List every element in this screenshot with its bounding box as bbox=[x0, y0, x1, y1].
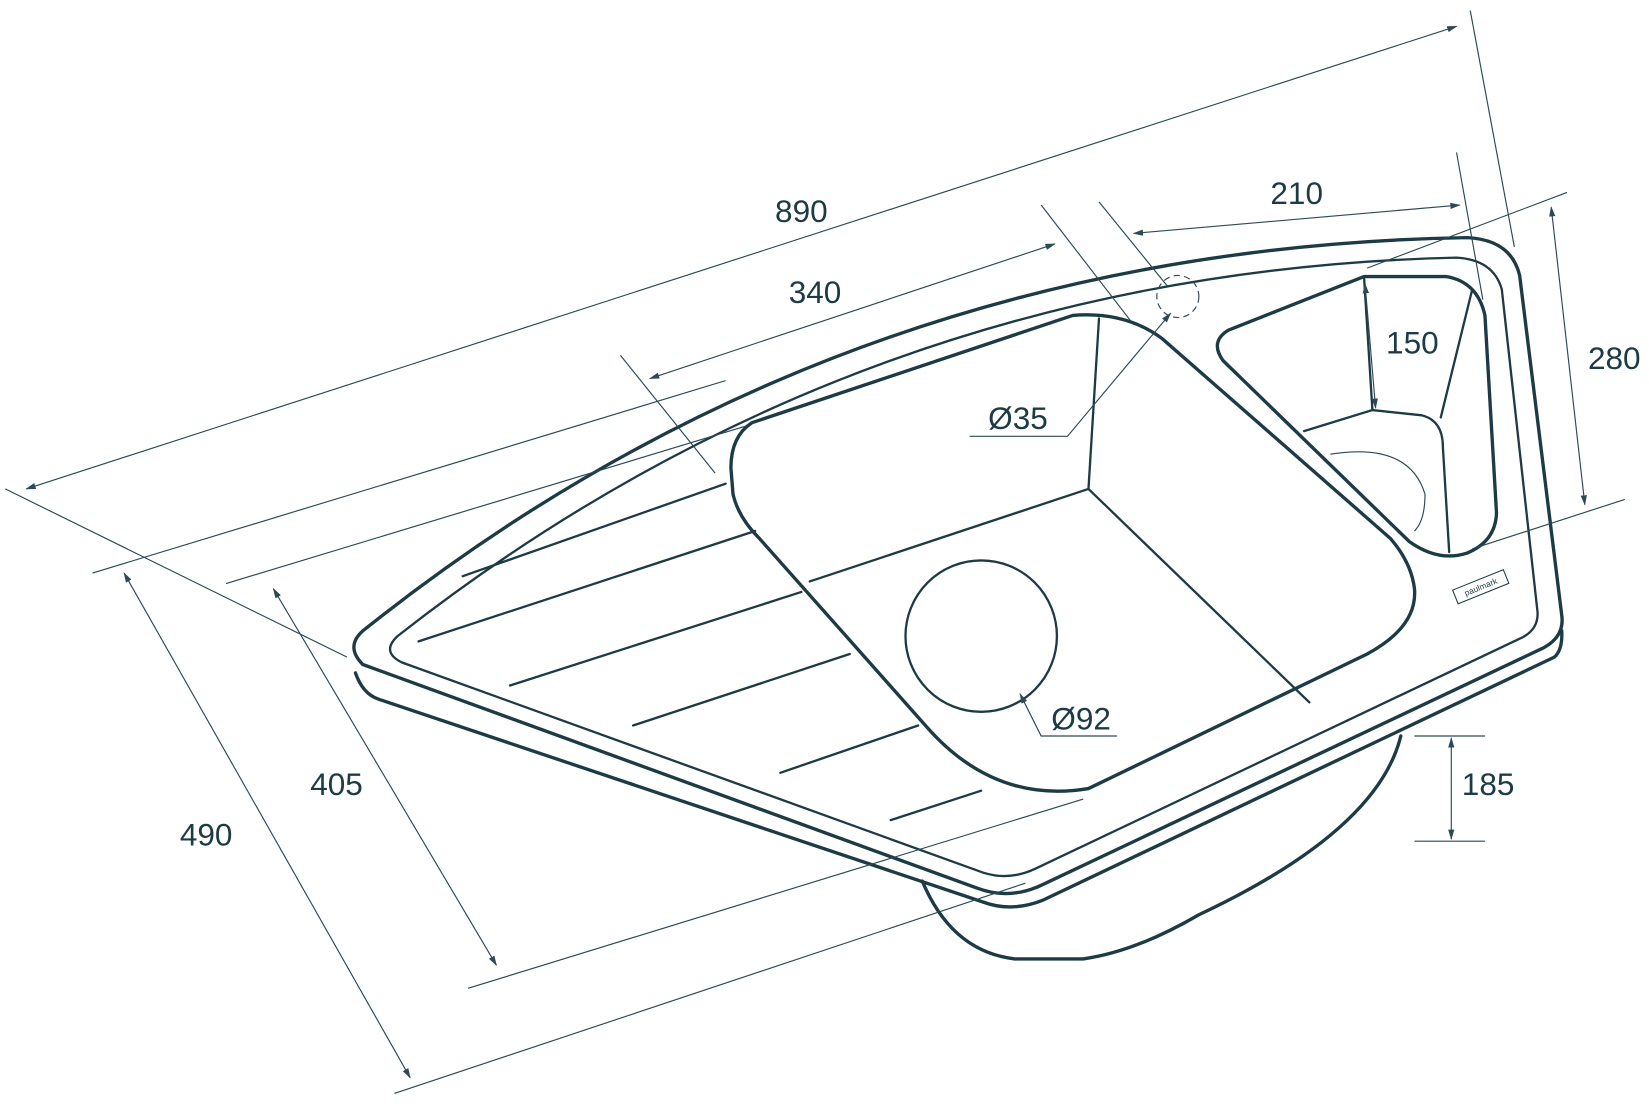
outer-rim bbox=[352, 235, 1564, 896]
dim-890: 890 bbox=[775, 193, 828, 229]
dim-405: 405 bbox=[310, 766, 363, 802]
brand-logo: paulmark bbox=[1451, 568, 1510, 605]
dim-150: 150 bbox=[1386, 324, 1439, 360]
basin-underside bbox=[920, 734, 1403, 961]
dim-drain-hole: Ø92 bbox=[1051, 701, 1111, 737]
dim-185: 185 bbox=[1462, 766, 1515, 802]
dim-210: 210 bbox=[1270, 175, 1323, 211]
dimension-labels: 890 340 210 280 150 185 405 490 Ø35 Ø92 bbox=[180, 175, 1641, 852]
dim-faucet-hole: Ø35 bbox=[988, 400, 1048, 436]
dimension-lines bbox=[5, 10, 1625, 1095]
small-bowl bbox=[1156, 274, 1499, 558]
dim-340: 340 bbox=[789, 274, 842, 310]
dim-490: 490 bbox=[180, 816, 233, 852]
main-drain bbox=[904, 559, 1059, 713]
dim-280: 280 bbox=[1588, 340, 1641, 376]
rim-lower-edge bbox=[353, 629, 1564, 909]
sink-outline bbox=[352, 235, 1564, 961]
